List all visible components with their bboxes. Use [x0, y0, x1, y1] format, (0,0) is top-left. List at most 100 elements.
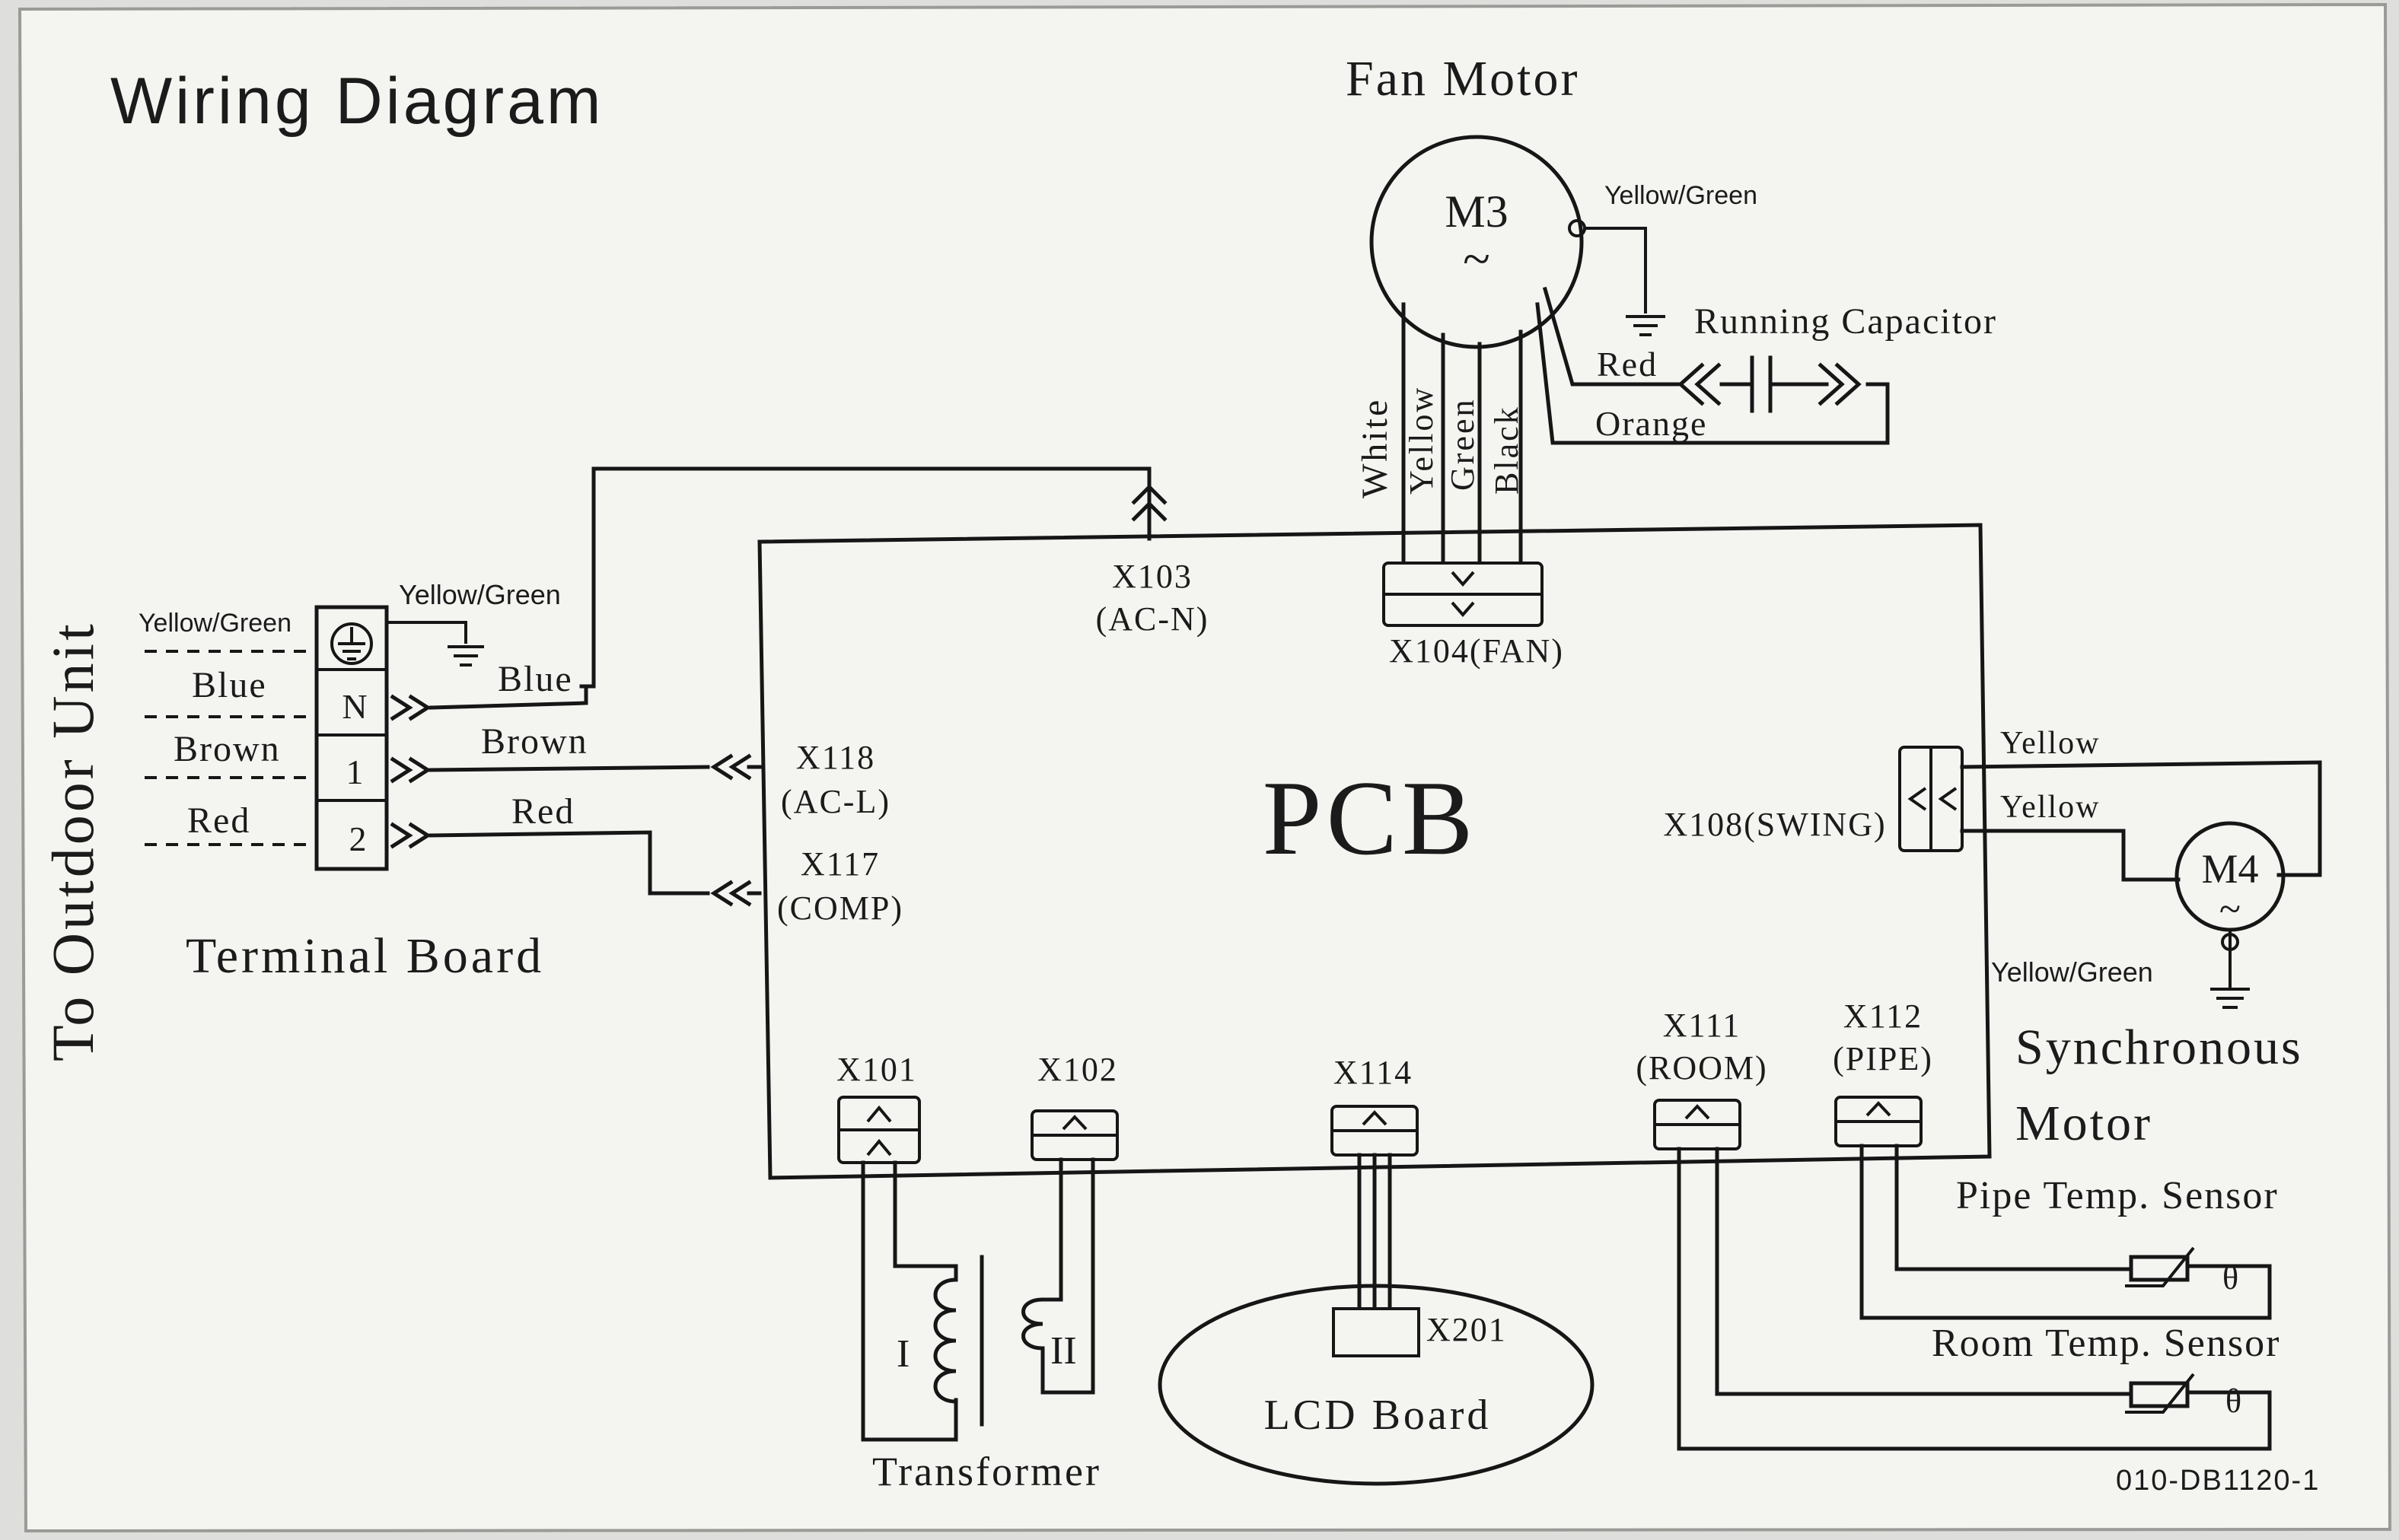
x112-connector — [1834, 1096, 1923, 1147]
fan-wire-green-label: Green — [1444, 398, 1481, 492]
x103-sub-label: (AC-N) — [1096, 600, 1209, 638]
x112-label: X112 — [1843, 998, 1923, 1035]
x101-connector — [837, 1096, 921, 1164]
part-number: 010-DB1120-1 — [2116, 1465, 2320, 1497]
x111-connector — [1653, 1099, 1741, 1150]
fan-motor-title: Fan Motor — [1346, 51, 1580, 107]
fan-motor-m3-label: M3 — [1445, 186, 1508, 237]
x117-sub-label: (COMP) — [777, 889, 903, 927]
x118-sub-label: (AC-L) — [781, 783, 890, 820]
x102-label: X102 — [1037, 1051, 1118, 1088]
m4-ground-symbol — [2210, 988, 2250, 1009]
incoming-brown-label: Brown — [174, 729, 281, 769]
x103-wire — [579, 466, 1152, 689]
wire-brown-out — [429, 765, 710, 772]
synchronous-motor-title-2: Motor — [2015, 1096, 2152, 1151]
terminal-2: 2 — [349, 819, 367, 858]
transformer-primary-wire-a — [861, 1160, 958, 1442]
transformer-secondary-coil — [1021, 1297, 1045, 1351]
x111-sub-label: (ROOM) — [1636, 1049, 1767, 1087]
x114-connector — [1330, 1105, 1419, 1157]
wire-brown-out-label: Brown — [481, 721, 588, 762]
terminal-out-arrows — [390, 694, 432, 849]
fan-wire-white-label: White — [1355, 398, 1395, 498]
transformer-primary-label: I — [897, 1332, 910, 1376]
x114-wires — [1357, 1153, 1392, 1311]
terminal-ground-label: Yellow/Green — [399, 579, 561, 610]
incoming-blue-label: Blue — [192, 665, 267, 705]
transformer-primary-coil — [933, 1278, 958, 1404]
terminal-board — [314, 605, 389, 871]
x103-label: X103 — [1112, 558, 1193, 595]
x114-label: X114 — [1333, 1054, 1413, 1091]
terminal-ground-icon — [330, 622, 373, 665]
fan-ground-wire-label: Yellow/Green — [1604, 181, 1757, 210]
wire-red-out-label: Red — [511, 791, 575, 832]
terminal-1: 1 — [346, 752, 364, 791]
pcb-input-arrows — [710, 753, 752, 907]
fan-motor-symbol: ~ — [1463, 231, 1490, 287]
pcb-label: PCB — [1263, 759, 1478, 877]
fan-wire-yellow-label: Yellow — [1403, 386, 1440, 495]
m4-label: M4 — [2201, 846, 2258, 892]
x201-connector — [1332, 1307, 1420, 1357]
transformer-secondary-wire-a — [1040, 1157, 1063, 1302]
room-sensor-theta: θ — [2225, 1382, 2241, 1420]
x112-sub-label: (PIPE) — [1833, 1040, 1933, 1077]
terminal-n: N — [342, 687, 367, 726]
x111-label: X111 — [1663, 1007, 1741, 1044]
x103-connector-arrows — [1131, 484, 1168, 522]
fan-wire-red-label: Red — [1597, 345, 1658, 383]
x108-swing-connector — [1898, 746, 1964, 852]
room-sensor-wire-a — [1715, 1147, 2133, 1396]
fan-wire-orange — [1535, 302, 1890, 445]
room-thermistor — [2125, 1373, 2195, 1414]
x102-connector — [1031, 1109, 1119, 1161]
x117-label: X117 — [801, 845, 880, 883]
m4-symbol: ~ — [2219, 888, 2241, 931]
pipe-thermistor — [2125, 1246, 2195, 1287]
transformer-secondary-wire-b — [1040, 1157, 1095, 1395]
side-label: To Outdoor Unit — [40, 621, 106, 1061]
capacitor-label: Running Capacitor — [1694, 301, 1997, 342]
x201-label: X201 — [1426, 1311, 1507, 1348]
terminal-ground-wire — [387, 621, 467, 644]
transformer-title: Transformer — [872, 1449, 1101, 1494]
fan-wire-black-label: Black — [1488, 405, 1525, 495]
wire-blue-out — [429, 684, 588, 710]
synchronous-motor-title-1: Synchronous — [2015, 1020, 2303, 1075]
incoming-outdoor-wires — [145, 650, 314, 846]
swing-wire-1 — [1960, 760, 2322, 877]
x108-label: X108(SWING) — [1663, 806, 1886, 843]
diagram-title: Wiring Diagram — [110, 65, 604, 138]
pipe-sensor-label: Pipe Temp. Sensor — [1956, 1174, 2279, 1217]
running-capacitor — [1677, 355, 1862, 413]
terminal-board-title: Terminal Board — [186, 928, 544, 984]
ground-symbol — [1626, 315, 1665, 336]
x104-label: X104(FAN) — [1389, 632, 1564, 670]
x118-label: X118 — [796, 739, 875, 776]
room-sensor-wire-b — [1677, 1147, 2272, 1451]
pipe-sensor-theta: θ — [2222, 1259, 2238, 1297]
m4-ground-terminal — [2221, 933, 2239, 951]
incoming-yellow-green-label: Yellow/Green — [139, 609, 292, 638]
pcb-board — [757, 523, 1992, 1180]
swing-wire-2 — [1960, 829, 2181, 882]
fan-wire-orange-label: Orange — [1595, 404, 1707, 443]
wire-red-out — [429, 830, 710, 896]
swing-wire-2-label: Yellow — [2000, 790, 2100, 825]
transformer-primary-wire-b — [893, 1160, 958, 1282]
x101-label: X101 — [836, 1051, 917, 1088]
fan-wire-red — [1542, 286, 1680, 387]
fan-motor-ground-wire — [1585, 227, 1647, 313]
pipe-sensor-wire-b — [1859, 1144, 2272, 1320]
swing-wire-1-label: Yellow — [2000, 726, 2100, 761]
pipe-sensor-wire-a — [1894, 1144, 2133, 1271]
fan-motor-m3 — [1369, 135, 1584, 349]
transformer-secondary-label: II — [1050, 1329, 1077, 1373]
terminal-ground-symbol — [448, 645, 484, 667]
lcd-board — [1158, 1284, 1595, 1486]
room-sensor-label: Room Temp. Sensor — [1932, 1322, 2280, 1365]
lcd-board-title: LCD Board — [1264, 1392, 1492, 1439]
